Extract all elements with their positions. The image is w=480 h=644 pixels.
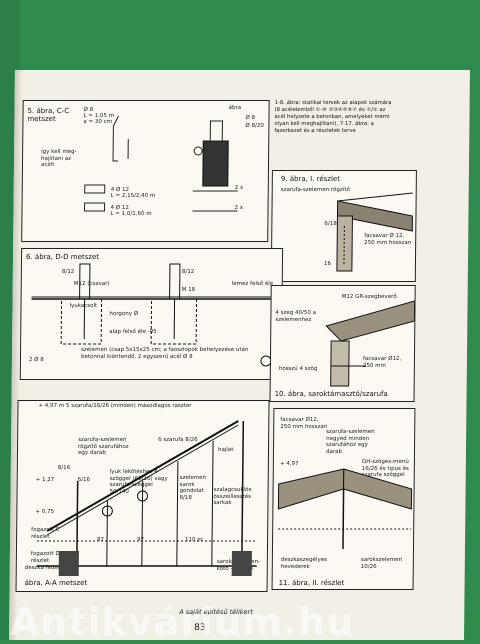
figure-11-drawing [273,409,415,589]
figure-9-drawing [272,171,416,281]
figure-5-drawing [22,101,268,241]
figure-11-panel: facsavar Ø12, 250 mm hosszan szarufa-sze… [272,408,416,590]
figure-10-drawing [271,286,415,401]
figure-8-panel: + 4,97 m 5 szarufa/16/26 (minden) másodl… [16,400,270,592]
figure-5-panel: 5. ábra, C-C metszet Ø 8 L = 1,05 m a = … [21,100,269,242]
figure-6-drawing [21,249,282,379]
book-page: 5. ábra, C-C metszet Ø 8 L = 1,05 m a = … [9,70,470,640]
figure-6-panel: 6. ábra, D-D metszet M12 (csavar) lemez … [20,248,283,380]
figure-8-drawing [17,401,269,591]
figure-10-panel: M12 GR-szegbeverő 4 szeg 40/50 a szeleme… [270,285,416,402]
figure-9-panel: 9. ábra, I. részlet szarufa-szelemen rög… [271,170,417,282]
notes-text: 1-8. ábra: statikai tervek az alapok szá… [274,100,394,135]
watermark: Antikvárium.hu [10,600,354,644]
